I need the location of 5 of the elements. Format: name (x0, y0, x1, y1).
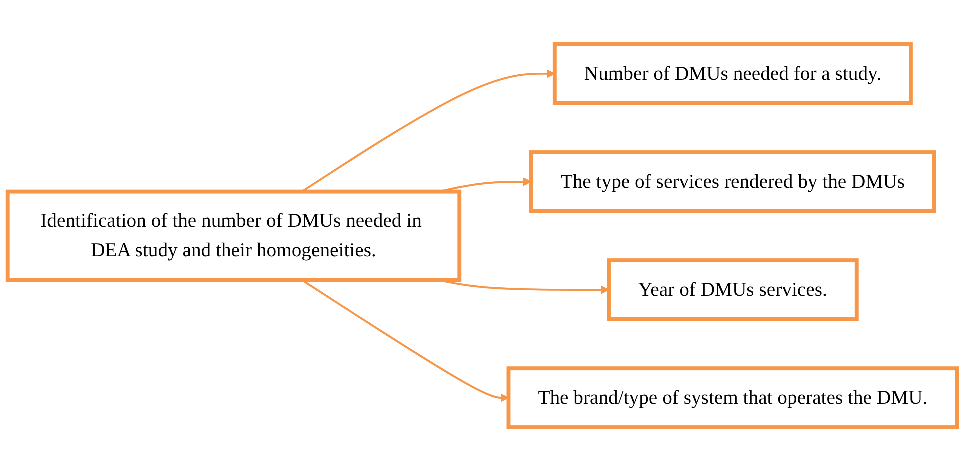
node-box: Number of DMUs needed for a study. (552, 42, 913, 106)
node-box: Year of DMUs services. (607, 258, 859, 322)
node-box: The type of services rendered by the DMUs (529, 150, 936, 214)
node-box: The brand/type of system that operates the DMU. (506, 366, 960, 430)
node-box: Identification of the number of DMUs needed in DEA study and their homogeneities. (6, 190, 462, 282)
